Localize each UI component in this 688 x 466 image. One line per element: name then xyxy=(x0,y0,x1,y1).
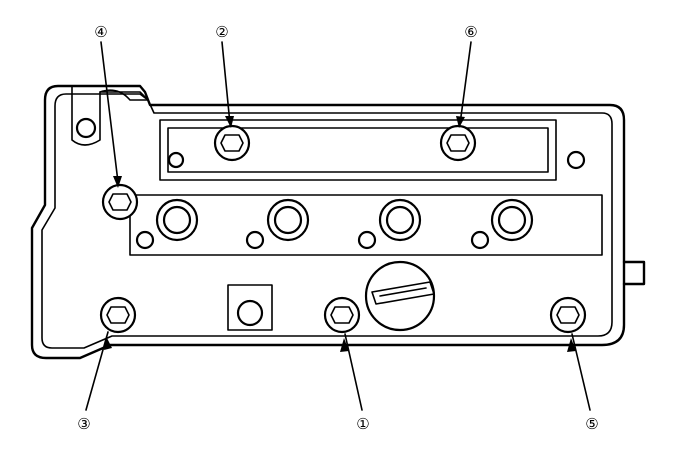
callout-6-label: ⑥ xyxy=(464,23,477,41)
bolt-1-head xyxy=(323,296,361,334)
upper-plate xyxy=(159,119,557,181)
bolt-2-head xyxy=(213,124,251,162)
cover-inner-outline xyxy=(41,93,613,349)
side-connector xyxy=(622,260,646,286)
callout-5: ⑤ xyxy=(585,415,598,433)
breather-tab xyxy=(99,89,149,101)
callout-1-label: ① xyxy=(356,415,369,433)
bolt-3-head xyxy=(99,296,137,334)
upper-plate-hole-left xyxy=(167,151,185,169)
small-hole-1 xyxy=(135,230,155,250)
arrowheads xyxy=(104,116,576,352)
callout-4: ④ xyxy=(94,23,107,41)
bolt-5-head xyxy=(549,296,587,334)
upper-plate-inner xyxy=(167,127,549,173)
oil-filler-cap xyxy=(364,260,436,332)
small-hole-3 xyxy=(357,230,377,250)
breather-bracket xyxy=(71,85,149,146)
callout-3-label: ③ xyxy=(77,415,90,433)
small-holes xyxy=(135,230,490,250)
lower-boss xyxy=(227,284,273,331)
plug-hole-3-inner xyxy=(385,205,415,235)
spark-plug-holes xyxy=(155,198,534,242)
callout-3: ③ xyxy=(77,415,90,433)
cover-hole-right xyxy=(566,150,586,170)
callout-6: ⑥ xyxy=(464,23,477,41)
small-hole-2 xyxy=(245,230,265,250)
callout-5-label: ⑤ xyxy=(585,415,598,433)
plug-strip xyxy=(129,194,603,256)
small-hole-4 xyxy=(470,230,490,250)
callout-2: ② xyxy=(215,23,228,41)
bolt-heads xyxy=(99,124,587,334)
breather-hole xyxy=(75,117,97,139)
lower-boss-hole xyxy=(236,299,264,327)
callout-1: ① xyxy=(356,415,369,433)
cover-outer-outline xyxy=(30,84,626,360)
leader-lines xyxy=(85,41,591,411)
bolt-6-head xyxy=(439,124,477,162)
callout-2-label: ② xyxy=(215,23,228,41)
plug-hole-4-inner xyxy=(497,205,527,235)
callout-4-label: ④ xyxy=(94,23,107,41)
plug-hole-2-inner xyxy=(273,205,303,235)
bolt-4-head xyxy=(101,183,139,221)
plug-hole-1-inner xyxy=(162,205,192,235)
